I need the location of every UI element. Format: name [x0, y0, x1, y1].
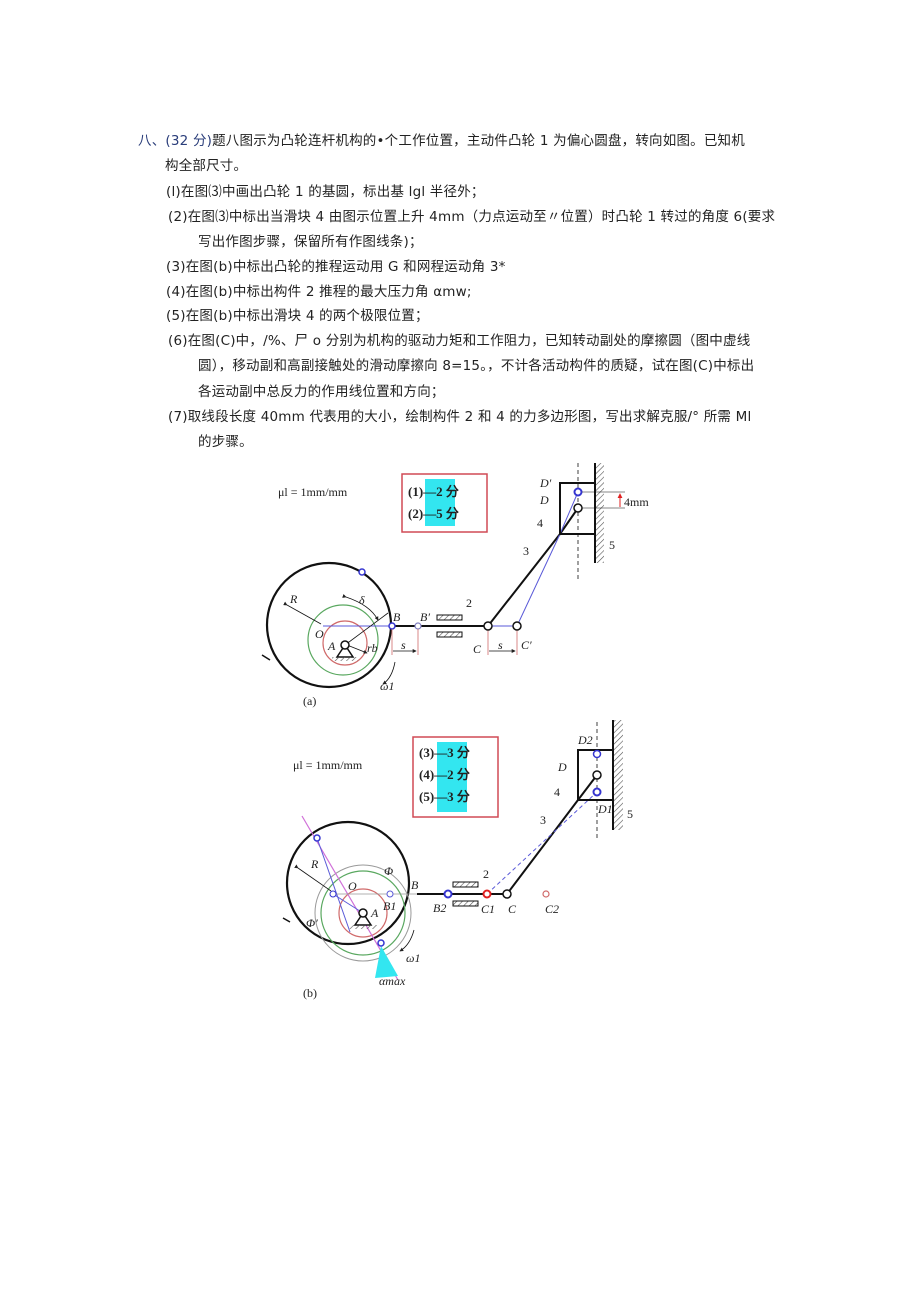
- question-points: (32 分): [165, 133, 213, 149]
- intro-line-1: 题八图示为凸轮连杆机构的•个工作位置，主动件凸轮 1 为偏心圆盘，转向如图。已知…: [212, 133, 745, 149]
- score-1: (1)—2 分: [408, 484, 459, 499]
- label-R-b: R: [310, 857, 319, 871]
- item-2-cont: 写出作图步骤，保留所有作图线条)；: [198, 234, 423, 250]
- score-4: (4)—2 分: [419, 767, 470, 782]
- label-omega-b: ω1: [406, 951, 420, 965]
- alpha-max-wedge: [375, 946, 398, 978]
- label-5-b: 5: [627, 807, 633, 821]
- label-O: O: [315, 627, 324, 641]
- cam-disc-b: [285, 820, 411, 946]
- label-s2: s: [498, 638, 503, 652]
- label-D1: D1: [597, 802, 613, 816]
- caption-a: (a): [303, 694, 316, 708]
- base-circle-a: [322, 620, 368, 666]
- item-6: (6)在图(C)中，/%、尸 o 分别为机构的驱动力矩和工作阻力，已知转动副处的…: [168, 333, 751, 349]
- item-6-cont-1: 圆），移动副和高副接触处的滑动摩擦向 8=15。，不计各活动构件的质疑，试在图(…: [198, 358, 755, 374]
- label-D2: D2: [577, 733, 593, 747]
- label-A-b: A: [370, 906, 379, 920]
- figure-b: μl = 1mm/mm (3)—3 分 (4)—2 分 (5)—3 分: [282, 720, 633, 1000]
- item-7: (7)取线段长度 40mm 代表用的大小，绘制构件 2 和 4 的力多边形图，写…: [168, 409, 752, 425]
- score-3: (3)—3 分: [419, 745, 470, 760]
- caption-b: (b): [303, 986, 317, 1000]
- label-D: D: [539, 493, 549, 507]
- label-3-b: 3: [540, 813, 546, 827]
- label-3: 3: [523, 544, 529, 558]
- label-B-b: B: [411, 878, 419, 892]
- label-alpha-max: αmax: [379, 974, 406, 988]
- label-B: B: [393, 610, 401, 624]
- label-2: 2: [466, 596, 472, 610]
- score-box-b: (3)—3 分 (4)—2 分 (5)—3 分: [412, 736, 499, 818]
- label-rb: rb: [367, 641, 378, 655]
- label-A: A: [327, 639, 336, 653]
- label-Phip: Φ′: [306, 916, 318, 930]
- label-4-b: 4: [554, 785, 560, 799]
- scale-label-b: μl = 1mm/mm: [293, 758, 363, 772]
- label-Cp: C′: [521, 638, 532, 652]
- label-D-b: D: [557, 760, 567, 774]
- label-2-b: 2: [483, 867, 489, 881]
- question-header: 八、(32 分)题八图示为凸轮连杆机构的•个工作位置，主动件凸轮 1 为偏心圆盘…: [138, 129, 745, 149]
- label-C: C: [473, 642, 482, 656]
- dist-4mm: 4mm: [624, 495, 649, 509]
- score-2: (2)—5 分: [408, 506, 459, 521]
- score-box-a: (1)—2 分 (2)—5 分: [401, 473, 488, 533]
- score-5: (5)—3 分: [419, 789, 470, 804]
- label-Phi: Φ: [384, 864, 393, 878]
- scale-label-a: μl = 1mm/mm: [278, 485, 348, 499]
- label-C2: C2: [545, 902, 559, 916]
- label-R: R: [289, 592, 298, 606]
- question-number: 八、: [138, 133, 166, 149]
- label-B1: B1: [383, 899, 396, 913]
- label-s1: s: [401, 638, 406, 652]
- pivot-a: [340, 640, 350, 650]
- label-Bp: B′: [420, 610, 430, 624]
- item-5: (5)在图(b)中标出滑块 4 的两个极限位置；: [166, 308, 429, 324]
- item-1: (l)在图⑶中画出凸轮 1 的基圆，标出基 lgl 半径外；: [166, 184, 485, 200]
- point-on-cam-a: [358, 568, 366, 576]
- label-Dp: D′: [539, 476, 552, 490]
- label-5: 5: [609, 538, 615, 552]
- label-C-b: C: [508, 902, 517, 916]
- item-3: (3)在图(b)中标出凸轮的推程运动用 G 和网程运动角 3*: [166, 259, 506, 275]
- label-O-b: O: [348, 879, 357, 893]
- label-B2: B2: [433, 901, 446, 915]
- figure-a: μl = 1mm/mm (1)—2 分 (2)—5 分: [261, 463, 649, 708]
- label-C1: C1: [481, 902, 495, 916]
- label-omega: ω1: [380, 679, 394, 693]
- item-2: (2)在图⑶中标出当滑块 4 由图示位置上升 4mm（力点运动至〃位置）时凸轮 …: [168, 209, 776, 225]
- item-7-cont: 的步骤。: [198, 434, 253, 450]
- intro-line-2: 构全部尺寸。: [165, 158, 248, 174]
- item-6-cont-2: 各运动副中总反力的作用线位置和方向；: [198, 384, 445, 400]
- label-delta: δ: [359, 593, 365, 607]
- label-4: 4: [537, 516, 543, 530]
- item-4: (4)在图(b)中标出构件 2 推程的最大压力角 αmw;: [166, 284, 472, 300]
